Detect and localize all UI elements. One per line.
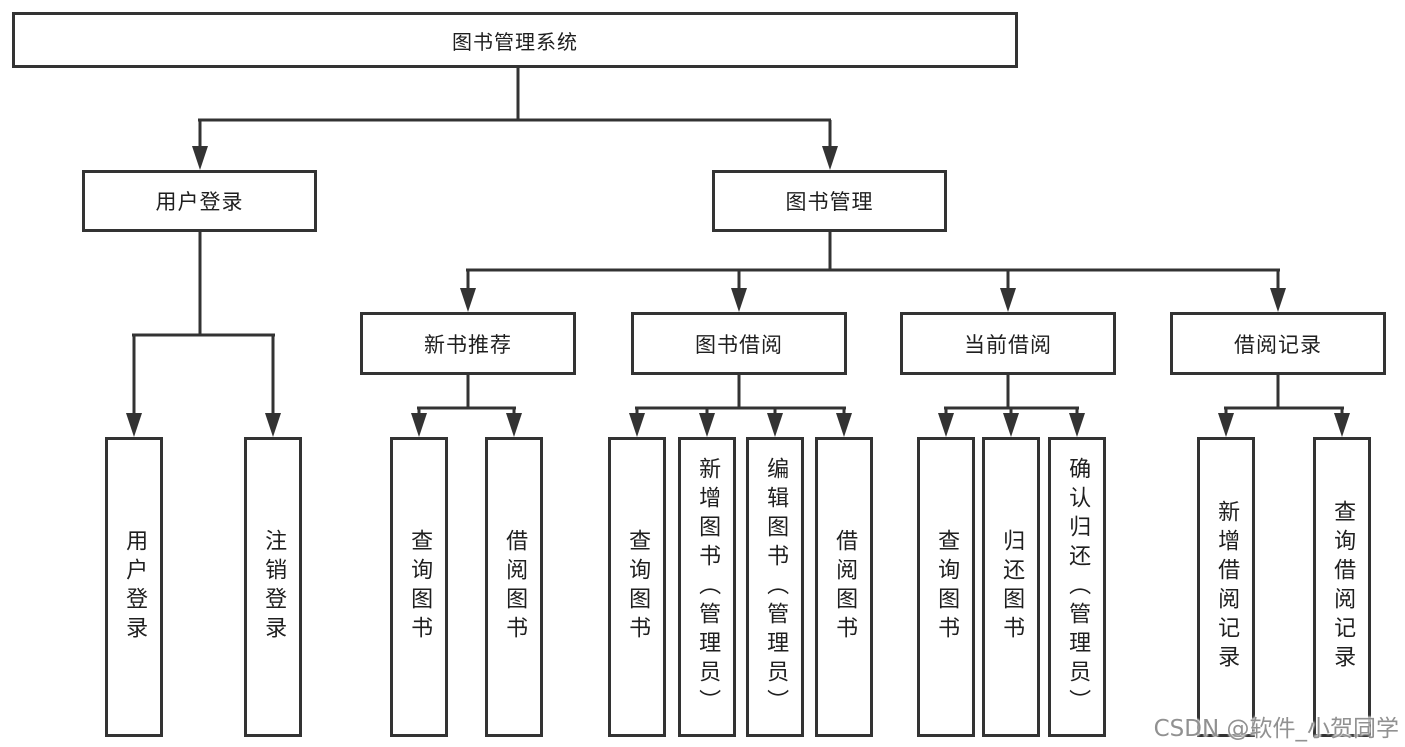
leaf-query-books-borrow: 查询图书 [608,437,666,737]
leaf-logout-label: 注销登录 [261,529,287,645]
leaf-return-books: 归还图书 [982,437,1040,737]
leaf-query-books-current: 查询图书 [917,437,975,737]
leaf-user-login: 用户登录 [105,437,163,737]
node-book-management: 图书管理 [712,170,947,232]
leaf-query-books-recommend: 查询图书 [390,437,448,737]
leaf-borrow-books-recommend: 借阅图书 [485,437,543,737]
leaf-borrow-books: 借阅图书 [815,437,873,737]
arrowhead-leaf-logout [265,413,281,437]
arrowhead-user-login [192,146,208,170]
leaf-add-borrow-record: 新增借阅记录 [1197,437,1255,737]
branch-user-login [132,230,275,415]
branch-new-book [417,373,516,416]
node-book-borrow: 图书借阅 [631,312,847,375]
node-new-book-recommend: 新书推荐 [360,312,576,375]
leaf-user-login-label: 用户登录 [122,529,148,645]
branch-book-management [466,230,1280,290]
node-current-borrow: 当前借阅 [900,312,1116,375]
arrowhead-book-management [822,146,838,170]
leaf-edit-books-admin: 编辑图书（管理员） [746,437,804,737]
node-user-login: 用户登录 [82,170,317,232]
branch-current-borrow [944,373,1079,416]
arrowhead-borrow-records [1270,288,1286,312]
leaf-confirm-return-admin: 确认归还（管理员） [1048,437,1106,737]
node-borrow-records: 借阅记录 [1170,312,1386,375]
leaf-add-books-admin: 新增图书（管理员） [678,437,736,737]
arrowhead-new-book [460,288,476,312]
leaf-logout: 注销登录 [244,437,302,737]
node-root-system: 图书管理系统 [12,12,1018,68]
arrowhead-book-borrow [731,288,747,312]
csdn-watermark: CSDN @软件_小贺同学 [1153,716,1399,742]
branch-book-borrow [635,373,846,416]
branch-borrow-records [1224,373,1344,416]
leaf-query-borrow-record: 查询借阅记录 [1313,437,1371,737]
arrowhead-current-borrow [1000,288,1016,312]
branch-root [198,66,832,148]
arrowhead-leaf-user-login [126,413,142,437]
